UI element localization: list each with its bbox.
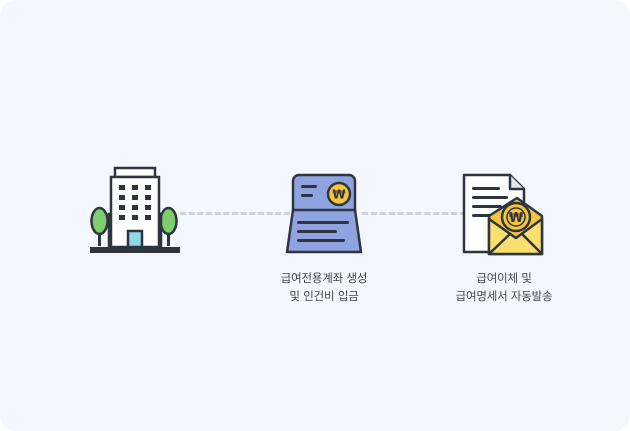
office-building-icon	[88, 164, 182, 258]
step-3-caption-line-1: 급여이체 및	[476, 271, 532, 285]
payslip-envelope-icon: ₩	[460, 172, 546, 258]
connector-line-2	[362, 212, 466, 215]
svg-text:₩: ₩	[509, 211, 524, 226]
step-3-caption: 급여이체 및 급여명세서 자동발송	[424, 269, 584, 305]
step-3-caption-line-2: 급여명세서 자동발송	[455, 289, 553, 303]
step-2-caption-line-1: 급여전용계좌 생성	[280, 271, 368, 285]
svg-text:₩: ₩	[332, 188, 346, 202]
payroll-account-card-icon: ₩	[284, 172, 364, 256]
step-2-caption-line-2: 및 인건비 입금	[289, 289, 359, 303]
step-2-caption: 급여전용계좌 생성 및 인건비 입금	[244, 269, 404, 305]
connector-line-1	[180, 212, 290, 215]
